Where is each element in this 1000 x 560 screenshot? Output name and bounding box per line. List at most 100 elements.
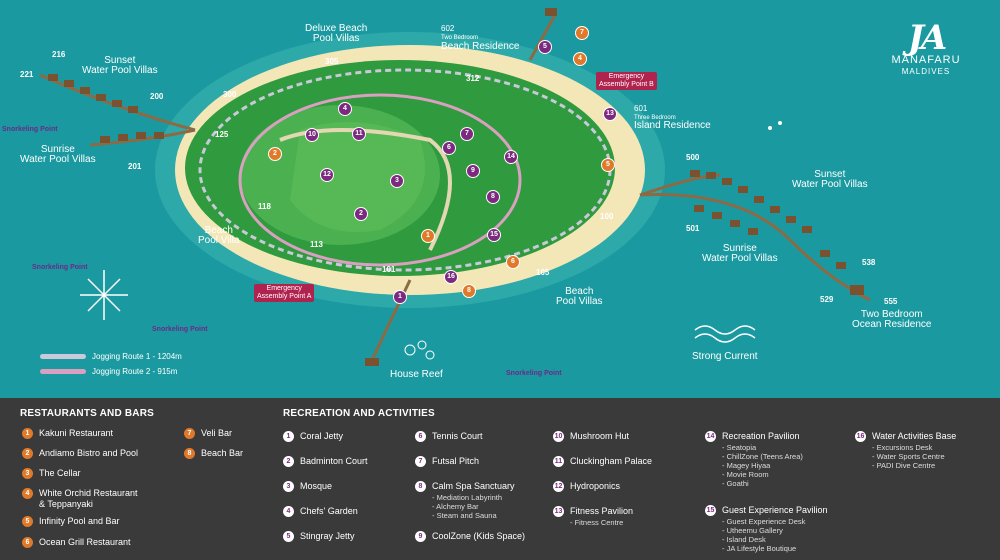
label-deluxe-beach-pool-villas: Deluxe Beach Pool Villas: [305, 23, 368, 44]
label-beach-residence: Beach Residence: [441, 41, 520, 52]
activity-number: 4: [283, 506, 294, 517]
restaurant-item[interactable]: 3 The Cellar: [22, 468, 81, 479]
activity-item[interactable]: 1 Coral Jetty: [283, 431, 343, 442]
label-sunset-water-e: Sunset Water Pool Villas: [792, 169, 868, 190]
villa-500: 500: [686, 153, 700, 162]
activity-item[interactable]: 6 Tennis Court: [415, 431, 483, 442]
activity-item[interactable]: 10 Mushroom Hut: [553, 431, 629, 442]
activity-number: 6: [415, 431, 426, 442]
activity-label: Hydroponics: [570, 481, 621, 491]
activity-item[interactable]: 7 Futsal Pitch: [415, 456, 479, 467]
jogging-legend-row-2: Jogging Route 2 - 915m: [40, 367, 182, 376]
activity-label: Futsal Pitch: [432, 456, 480, 466]
map-pin-activity-12[interactable]: 12: [320, 168, 334, 182]
map-pin-activity-5[interactable]: 5: [538, 40, 552, 54]
snorkel-point-w: Snorkeling Point: [32, 264, 88, 271]
label-island-residence: Island Residence: [634, 120, 711, 131]
villa-101: 101: [382, 265, 396, 274]
restaurant-item[interactable]: 6 Ocean Grill Restaurant: [22, 537, 131, 548]
activity-number: 8: [415, 481, 426, 492]
activity-item[interactable]: 8 Calm Spa Sanctuary - Mediation Labyrin…: [415, 481, 515, 520]
villa-538: 538: [862, 258, 876, 267]
activity-item[interactable]: 4 Chefs' Garden: [283, 506, 358, 517]
activity-number: 2: [283, 456, 294, 467]
label-602: 602: [441, 24, 455, 33]
snorkel-point-s: Snorkeling Point: [506, 370, 562, 377]
activity-label: Water Activities Base: [872, 431, 957, 441]
label-strong-current: Strong Current: [692, 351, 758, 362]
restaurant-item[interactable]: 1 Kakuni Restaurant: [22, 428, 113, 439]
restaurant-label: The Cellar: [39, 468, 81, 478]
activity-item[interactable]: 15 Guest Experience Pavilion - Guest Exp…: [705, 505, 828, 553]
map-pin-restaurant-6[interactable]: 6: [506, 255, 520, 269]
activity-item[interactable]: 3 Mosque: [283, 481, 332, 492]
map-pin-activity-15[interactable]: 15: [487, 228, 501, 242]
snorkel-point-nw: Snorkeling Point: [2, 126, 58, 133]
map-pin-activity-3[interactable]: 3: [390, 174, 404, 188]
villa-305: 305: [325, 57, 339, 66]
activity-item[interactable]: 13 Fitness Pavilion - Fitness Centre: [553, 506, 633, 527]
jogging-route-1-label: Jogging Route 1 - 1204m: [92, 352, 182, 361]
restaurant-label: Veli Bar: [201, 428, 233, 438]
map-pin-restaurant-8[interactable]: 8: [462, 284, 476, 298]
activity-number: 7: [415, 456, 426, 467]
map-pin-activity-14[interactable]: 14: [504, 150, 518, 164]
map-pin-restaurant-4[interactable]: 4: [573, 52, 587, 66]
map-pin-activity-4[interactable]: 4: [338, 102, 352, 116]
restaurant-item[interactable]: 5 Infinity Pool and Bar: [22, 516, 120, 527]
restaurant-number: 7: [184, 428, 195, 439]
label-601-sub: Three Bedroom: [634, 115, 676, 121]
map-pin-restaurant-2[interactable]: 2: [268, 147, 282, 161]
villa-312: 312: [466, 74, 480, 83]
map-pin-restaurant-5[interactable]: 5: [601, 158, 615, 172]
activity-number: 14: [705, 431, 716, 442]
recreation-title: RECREATION AND ACTIVITIES: [283, 408, 435, 419]
label-house-reef: House Reef: [390, 369, 443, 380]
activity-item[interactable]: 11 Cluckingham Palace: [553, 456, 652, 467]
label-sunrise-water-e: Sunrise Water Pool Villas: [702, 243, 778, 264]
emergency-assembly-b: Emergency Assembly Point B: [596, 72, 657, 90]
activity-item[interactable]: 12 Hydroponics: [553, 481, 620, 492]
villa-216: 216: [52, 50, 66, 59]
villa-105: 105: [536, 268, 550, 277]
map-pin-restaurant-7[interactable]: 7: [575, 26, 589, 40]
villa-501: 501: [686, 224, 700, 233]
map-pin-activity-6[interactable]: 6: [442, 141, 456, 155]
restaurant-item[interactable]: 7 Veli Bar: [184, 428, 232, 439]
activity-item[interactable]: 2 Badminton Court: [283, 456, 368, 467]
restaurant-number: 3: [22, 468, 33, 479]
activity-sublist: - Excursions Desk - Water Sports Centre …: [872, 443, 945, 470]
restaurant-item[interactable]: 4 White Orchid Restaurant & Teppanyaki: [22, 488, 138, 510]
villa-100: 100: [600, 212, 614, 221]
activity-sublist: - Mediation Labyrinth - Alchemy Bar - St…: [432, 493, 503, 520]
map-pin-activity-16[interactable]: 16: [444, 270, 458, 284]
restaurant-item[interactable]: 8 Beach Bar: [184, 448, 243, 459]
jogging-route-1-swatch: [40, 354, 86, 359]
map-pin-restaurant-1[interactable]: 1: [421, 229, 435, 243]
activity-sublist: - Guest Experience Desk - Utheemu Galler…: [722, 517, 806, 553]
map-pin-activity-7[interactable]: 7: [460, 127, 474, 141]
map-pin-activity-10[interactable]: 10: [305, 128, 319, 142]
label-beach-pool-villas: Beach Pool Villas: [556, 286, 603, 307]
map-pin-activity-1[interactable]: 1: [393, 290, 407, 304]
label-601: 601: [634, 104, 648, 113]
activity-item[interactable]: 5 Stingray Jetty: [283, 531, 355, 542]
villa-118: 118: [258, 202, 271, 211]
restaurant-item[interactable]: 2 Andiamo Bistro and Pool: [22, 448, 138, 459]
activity-number: 9: [415, 531, 426, 542]
villa-200: 200: [150, 92, 164, 101]
map-pin-activity-11[interactable]: 11: [352, 127, 366, 141]
activity-label: CoolZone (Kids Space): [432, 531, 526, 541]
villa-529: 529: [820, 295, 834, 304]
map-graphic: [39, 8, 871, 366]
restaurant-number: 1: [22, 428, 33, 439]
activity-label: Calm Spa Sanctuary: [432, 481, 515, 491]
restaurant-label: Infinity Pool and Bar: [39, 516, 120, 526]
map-pin-activity-9[interactable]: 9: [466, 164, 480, 178]
map-pin-activity-13[interactable]: 13: [603, 107, 617, 121]
activity-item[interactable]: 16 Water Activities Base - Excursions De…: [855, 431, 956, 470]
activity-item[interactable]: 9 CoolZone (Kids Space): [415, 531, 525, 542]
map-pin-activity-2[interactable]: 2: [354, 207, 368, 221]
activity-item[interactable]: 14 Recreation Pavilion - Seatopia - Chil…: [705, 431, 803, 488]
map-pin-activity-8[interactable]: 8: [486, 190, 500, 204]
